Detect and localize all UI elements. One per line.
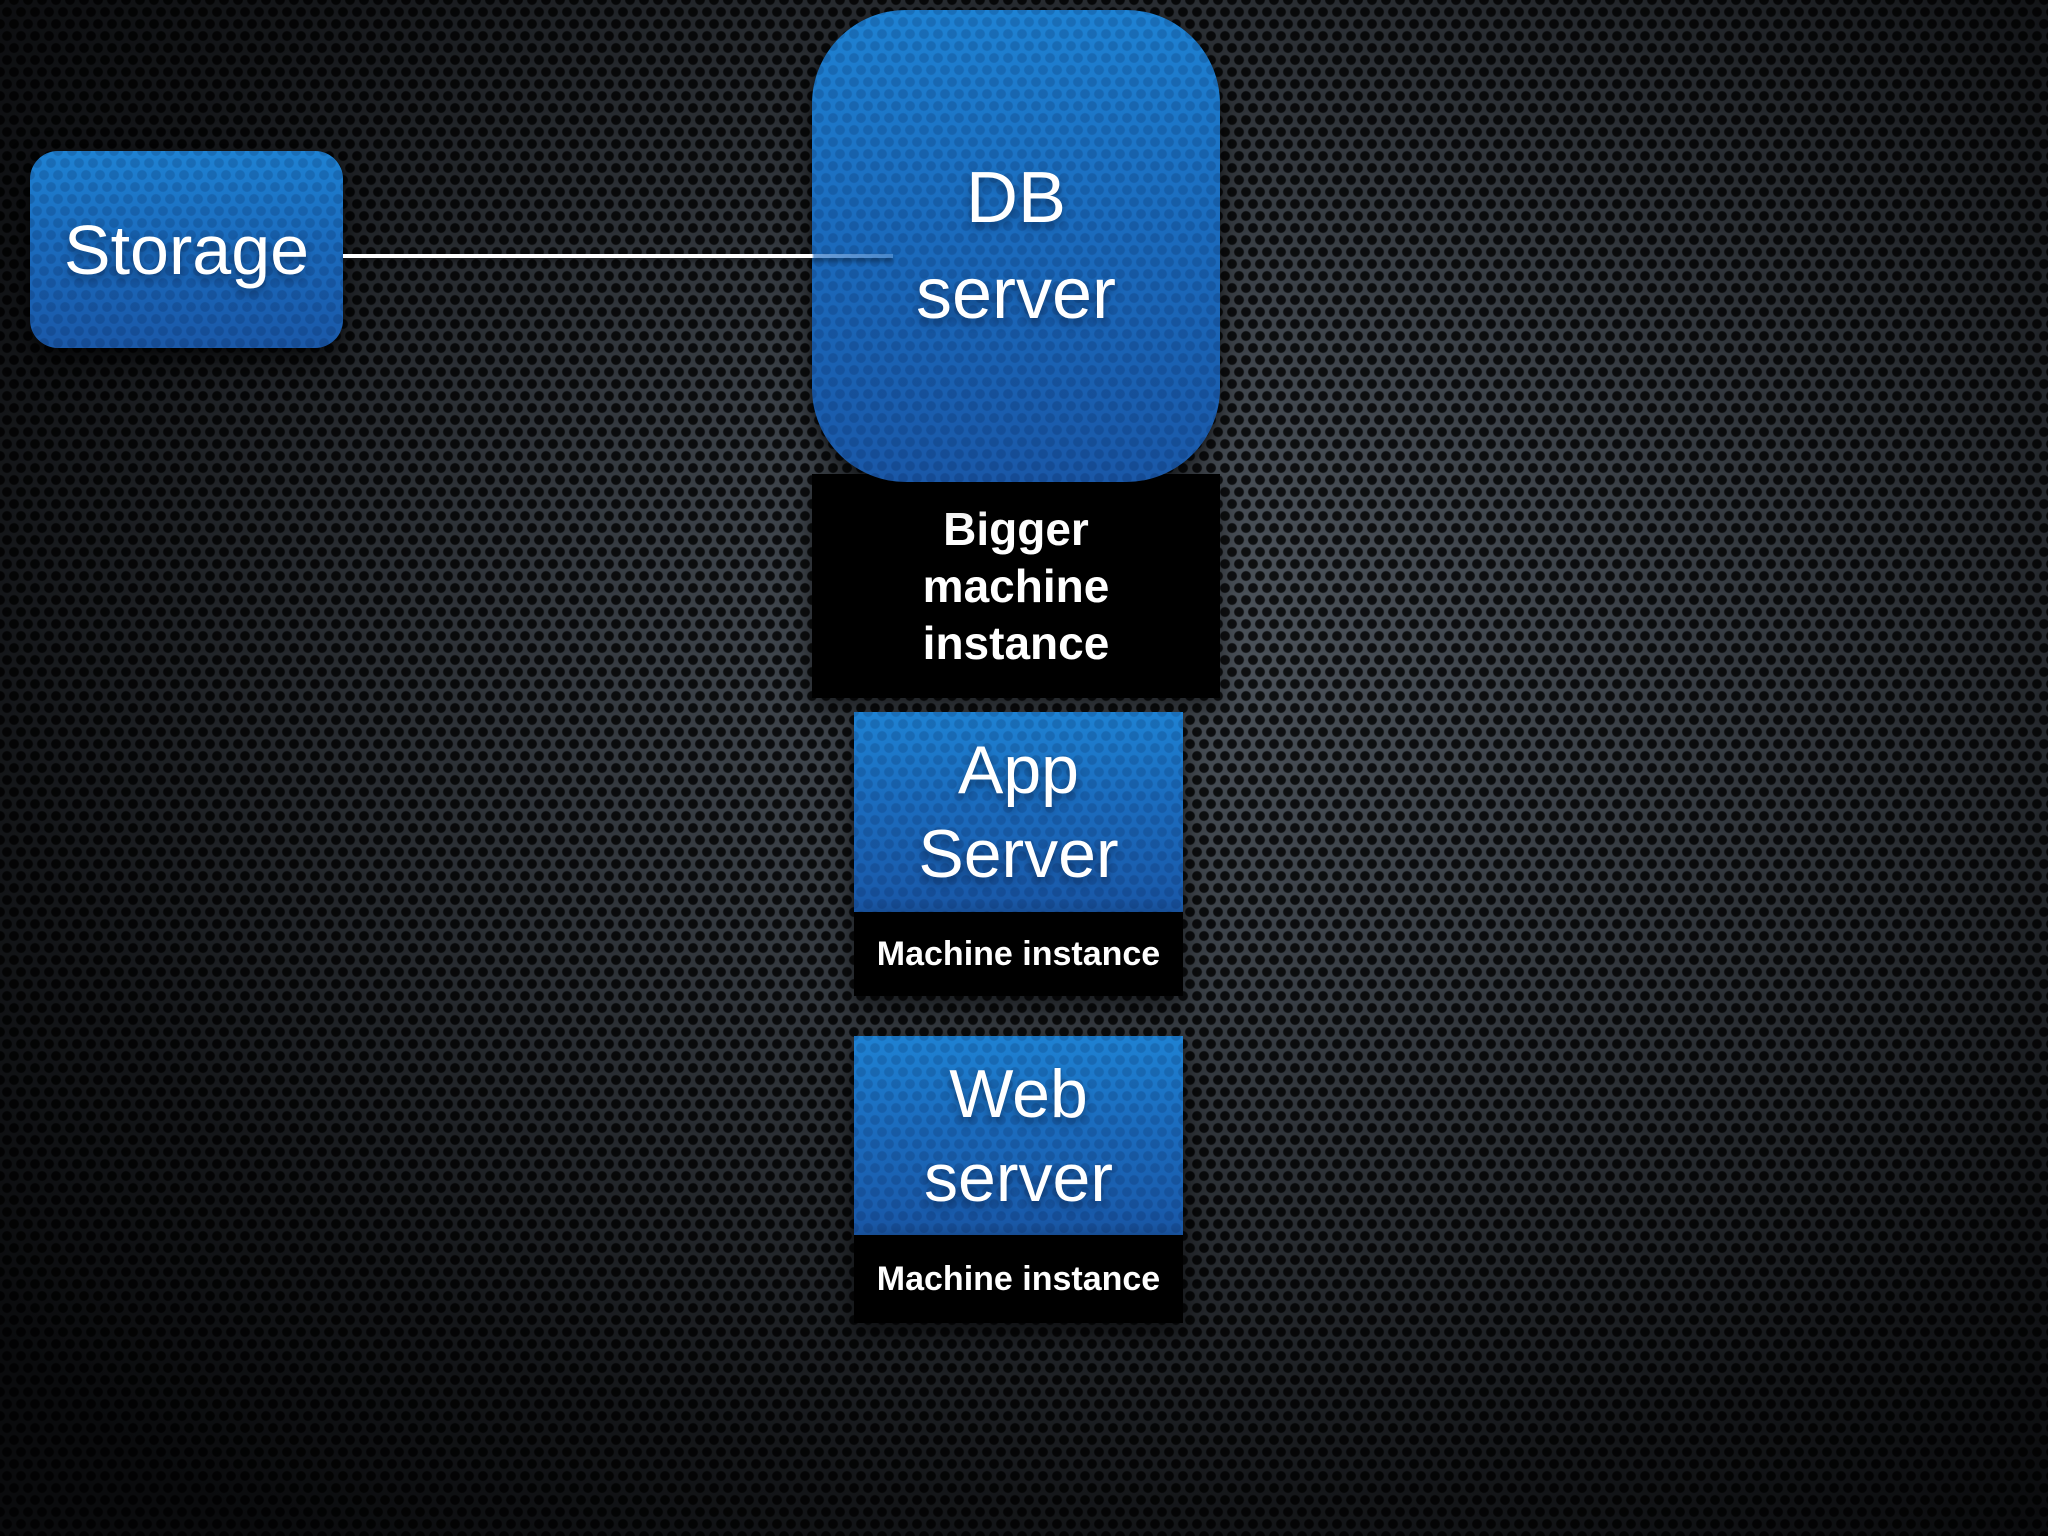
storage-label: Storage — [63, 210, 310, 289]
db-server-label-line2: server — [915, 254, 1117, 334]
app-machine-instance-box: Machine instance — [854, 912, 1183, 996]
bigger-machine-line1: Bigger — [943, 502, 1089, 555]
app-server-node: App Server — [854, 712, 1183, 912]
app-machine-instance-label: Machine instance — [876, 935, 1161, 973]
storage-node: Storage — [30, 151, 343, 348]
storage-db-connector-line — [343, 254, 893, 258]
db-server-node: DB server — [812, 10, 1220, 482]
bigger-machine-instance-box: Bigger machine instance — [812, 474, 1220, 698]
web-machine-instance-label: Machine instance — [876, 1260, 1161, 1298]
app-server-label-line2: Server — [918, 816, 1119, 892]
web-server-node: Web server — [854, 1036, 1183, 1235]
bigger-machine-line3: instance — [922, 616, 1110, 669]
app-server-label-line1: App — [958, 732, 1079, 808]
db-server-label-line1: DB — [965, 158, 1067, 238]
web-server-label-line2: server — [924, 1139, 1113, 1216]
bigger-machine-line2: machine — [922, 559, 1110, 612]
web-machine-instance-box: Machine instance — [854, 1235, 1183, 1323]
web-server-label-line1: Web — [949, 1055, 1088, 1132]
